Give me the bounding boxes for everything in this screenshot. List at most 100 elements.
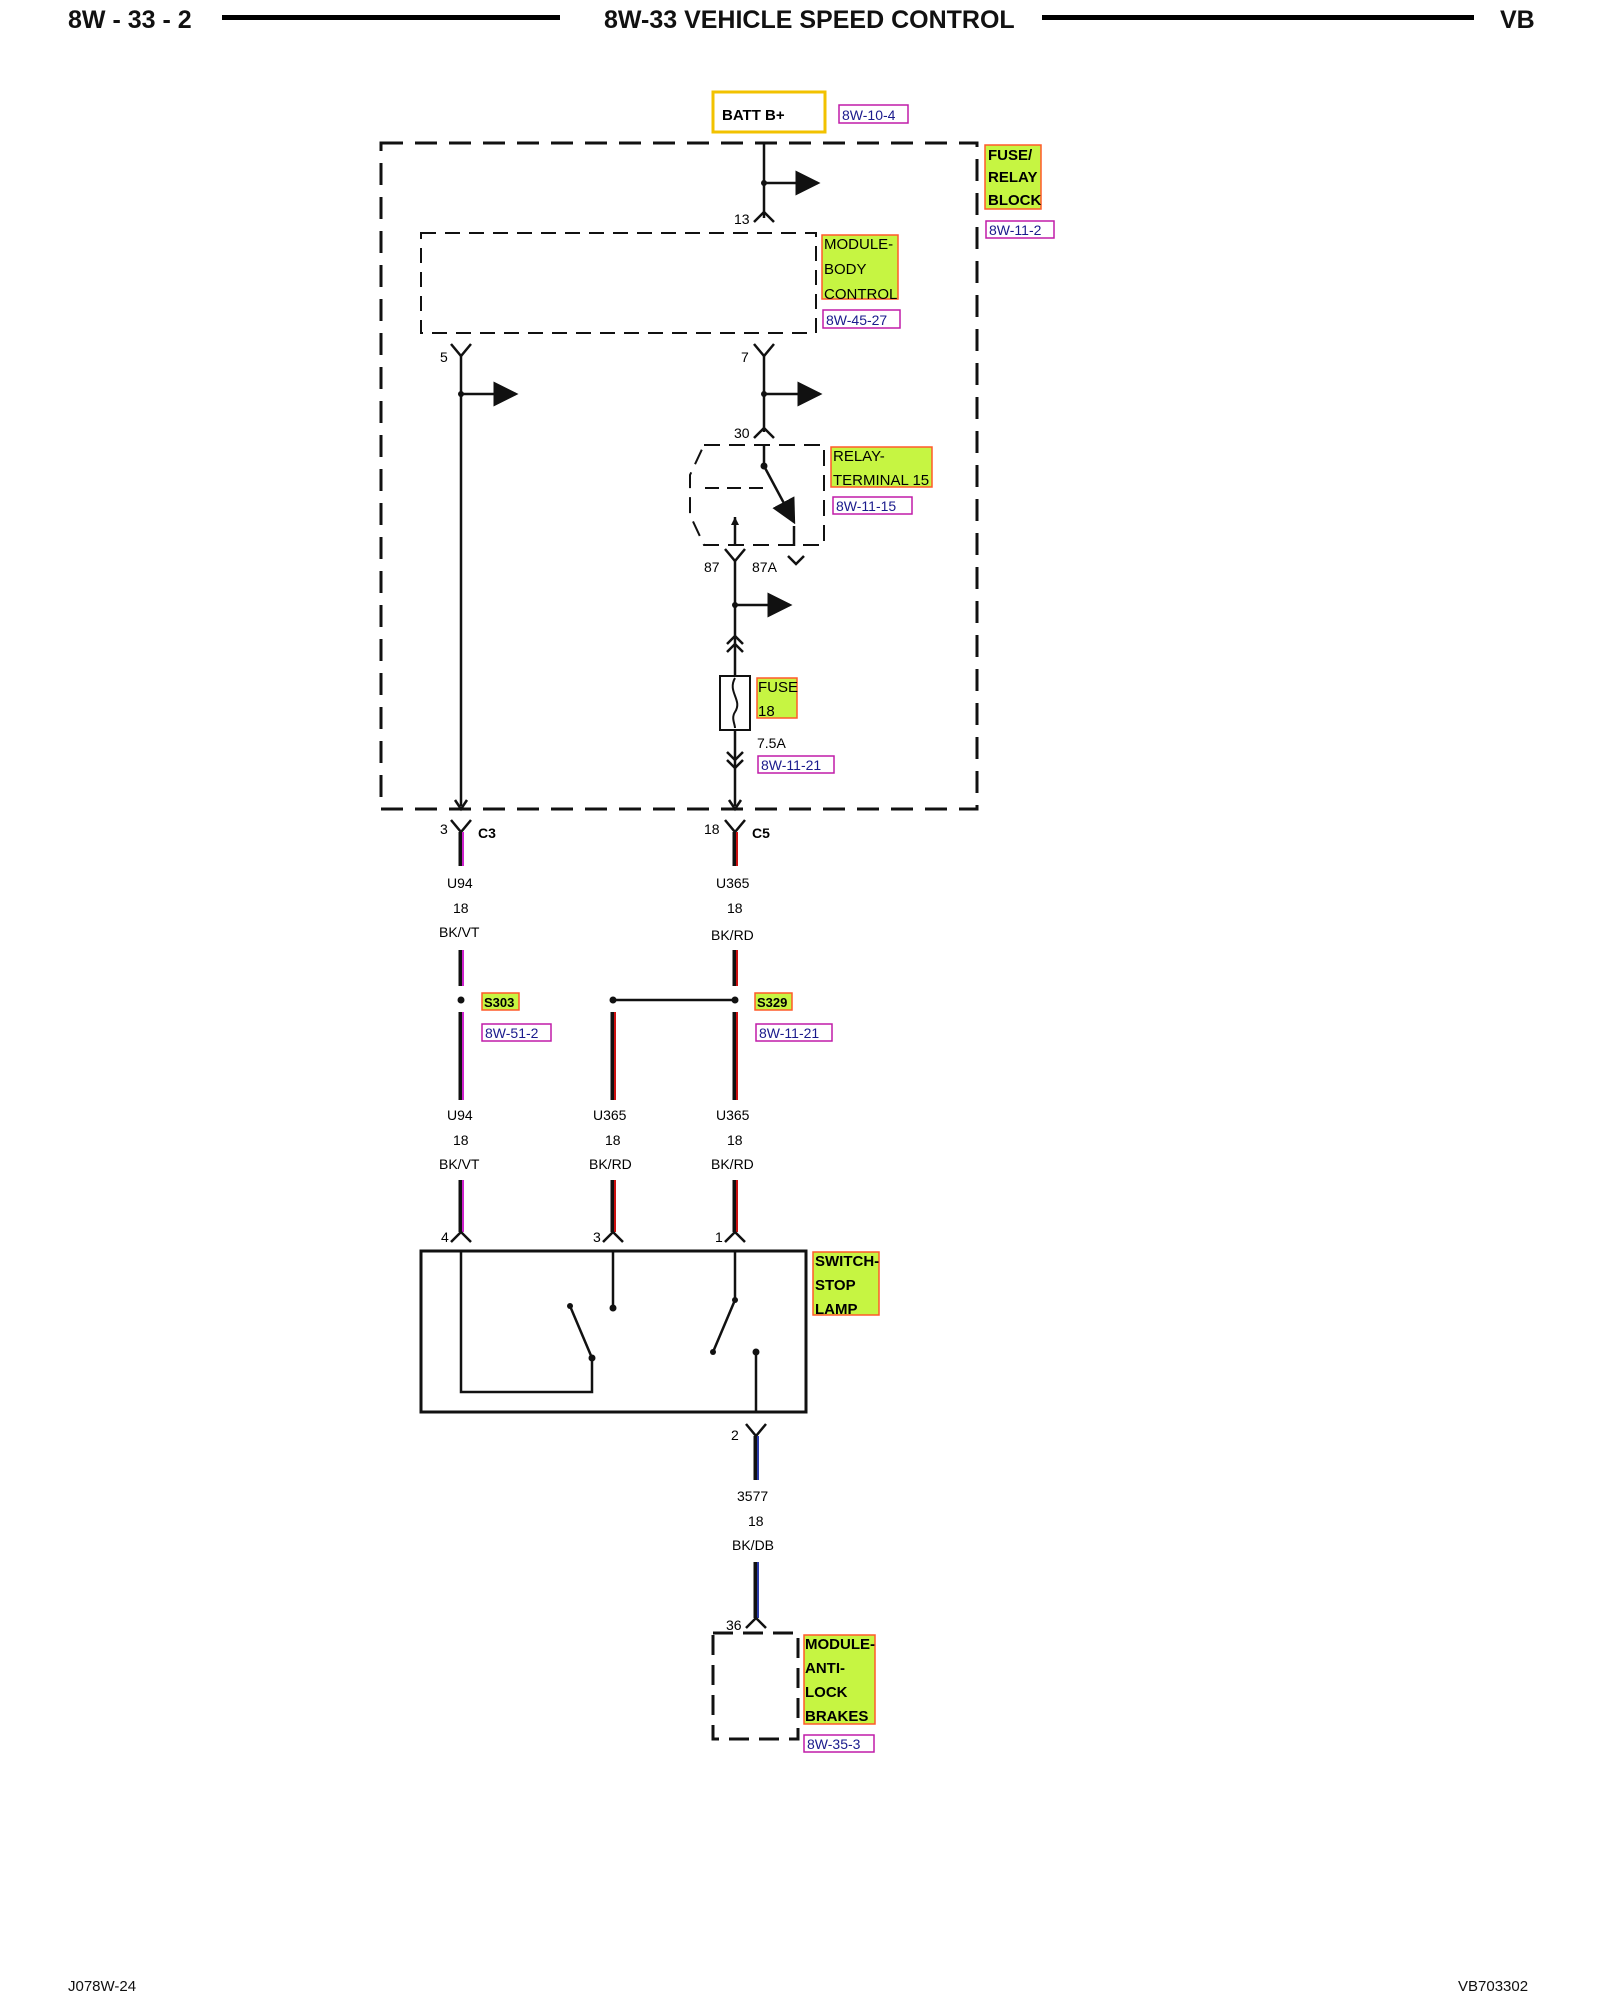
sw-left-contact-pivot — [567, 1303, 573, 1309]
bcm-ref-box — [822, 309, 901, 329]
sw-pin-2-connector — [745, 1423, 767, 1438]
batt-box — [711, 90, 827, 134]
batt-ref: 8W-10-4 — [842, 107, 896, 123]
sw-pin-4-label: 4 — [441, 1229, 449, 1245]
bcm-ref: 8W-45-27 — [826, 312, 887, 328]
stop-lamp-switch-label-1: SWITCH- — [815, 1253, 879, 1270]
bcm-label-box — [821, 234, 899, 300]
u94-top-color: BK/VT — [439, 924, 480, 940]
w3577-circuit: 3577 — [737, 1488, 768, 1504]
c3-pin-label: 3 — [440, 821, 448, 837]
batt-label: BATT B+ — [722, 107, 785, 124]
s329-label-box — [754, 992, 793, 1011]
u365-top-color: BK/RD — [711, 927, 754, 943]
header-rule-right — [1042, 15, 1474, 20]
fuse-relay-block-label-2: RELAY — [988, 169, 1037, 186]
sw-pin-2-label: 2 — [731, 1427, 739, 1443]
fuse-18-body — [719, 675, 751, 731]
w3577-gauge: 18 — [748, 1513, 764, 1529]
u94-top-gauge: 18 — [453, 900, 469, 916]
pin-13-connector — [753, 210, 775, 223]
abs-module-label-2: ANTI- — [805, 1660, 845, 1677]
abs-module-ref-box — [803, 1734, 875, 1753]
sw-pin-3-label: 3 — [593, 1229, 601, 1245]
page-number: 8W - 33 - 2 — [68, 6, 192, 34]
relay-ref-box — [832, 496, 913, 515]
fuse-18-label-box — [756, 677, 798, 719]
relay-label-2: TERMINAL 15 — [833, 472, 929, 489]
footer-left-code: J078W-24 — [68, 1978, 137, 1995]
abs-module-label-4: BRAKES — [805, 1708, 868, 1725]
sw-pin-1-connector — [724, 1230, 746, 1243]
c3-connector-label: C3 — [478, 825, 496, 841]
w3577-color: BK/DB — [732, 1537, 774, 1553]
c5-pin-label: 18 — [704, 821, 720, 837]
abs-module-label-3: LOCK — [805, 1684, 848, 1701]
u365-mid-color: BK/RD — [589, 1156, 632, 1172]
fuse-lower-connector-b — [726, 759, 744, 770]
fuse-18-ref: 8W-11-21 — [761, 757, 821, 773]
u365-bottom-color: BK/RD — [711, 1156, 754, 1172]
sw-right-contact-tip — [710, 1349, 716, 1355]
fuse-upper-connector-b — [726, 642, 744, 653]
bcm-outline — [420, 232, 817, 334]
u94-bottom-circuit: U94 — [447, 1107, 473, 1123]
relay-outline — [689, 444, 825, 546]
pin-13-label: 13 — [734, 211, 750, 227]
splice-s303-node — [457, 996, 465, 1004]
abs-pin-36-connector — [745, 1616, 767, 1629]
u365-mid-circuit: U365 — [593, 1107, 627, 1123]
u94-top-circuit: U94 — [447, 875, 473, 891]
s303-label: S303 — [484, 995, 514, 1010]
sw-pin-4-connector — [450, 1230, 472, 1243]
batt-ref-box — [838, 104, 909, 124]
relay-label-1: RELAY- — [833, 448, 885, 465]
bcm-label-3: CONTROL — [824, 286, 897, 303]
pin-7-label: 7 — [741, 349, 749, 365]
fuse-18-label-1: FUSE — [758, 679, 798, 696]
bcm-label-1: MODULE- — [824, 236, 893, 253]
abs-module-label-box — [803, 1634, 876, 1725]
u94-bottom-color: BK/VT — [439, 1156, 480, 1172]
stop-lamp-switch-label-box — [812, 1251, 880, 1316]
u365-top-circuit: U365 — [716, 875, 750, 891]
u365-bottom-gauge: 18 — [727, 1132, 743, 1148]
pin-30-label: 30 — [734, 425, 750, 441]
fuse-relay-block-ref: 8W-11-2 — [989, 222, 1042, 238]
s329-label: S329 — [757, 995, 787, 1010]
c3-arrow — [453, 799, 469, 812]
pin-30-connector — [753, 426, 775, 439]
u365-top-gauge: 18 — [727, 900, 743, 916]
fuse-18-ref-box — [757, 755, 835, 774]
abs-module-ref: 8W-35-3 — [807, 1736, 861, 1752]
u94-bottom-gauge: 18 — [453, 1132, 469, 1148]
header-rule-left — [222, 15, 560, 20]
s303-ref: 8W-51-2 — [485, 1025, 539, 1041]
fuse-18-rating: 7.5A — [757, 735, 786, 751]
sw-pin-3-connector — [602, 1230, 624, 1243]
pin-5-label: 5 — [440, 349, 448, 365]
s303-ref-box — [481, 1023, 552, 1042]
fuse-18-label-2: 18 — [758, 703, 775, 720]
sw-pin-1-label: 1 — [715, 1229, 723, 1245]
sw-pin3-contact — [609, 1304, 617, 1312]
abs-module-outline — [711, 1631, 800, 1741]
relay-label-box — [830, 446, 933, 488]
fuse-relay-block-label-box — [984, 144, 1042, 210]
pin-5-connector — [450, 343, 472, 358]
relay-ref: 8W-11-15 — [836, 498, 896, 514]
s329-ref: 8W-11-21 — [759, 1025, 819, 1041]
u365-mid-gauge: 18 — [605, 1132, 621, 1148]
c5-pin-connector — [724, 819, 746, 834]
bcm-label-2: BODY — [824, 261, 867, 278]
model-code: VB — [1500, 6, 1535, 34]
footer-right-code: VB703302 — [1458, 1978, 1529, 1995]
fuse-relay-block-ref-box — [985, 220, 1055, 239]
relay-87-contact — [731, 517, 739, 525]
sw-pin4-internal-wire — [459, 1251, 594, 1394]
abs-pin-36-label: 36 — [726, 1617, 742, 1633]
stop-lamp-switch-label-3: LAMP — [815, 1301, 858, 1318]
fuse-18-element — [731, 677, 739, 729]
relay-87-pin-connector — [724, 548, 746, 563]
